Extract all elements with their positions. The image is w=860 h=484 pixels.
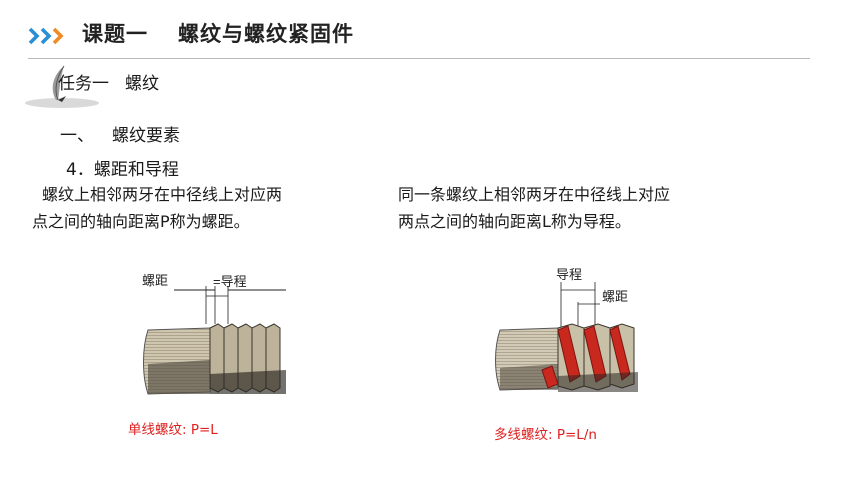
section-heading: 一、螺纹要素 xyxy=(60,121,180,146)
chevrons-icon xyxy=(28,27,64,45)
lead-definition: 同一条螺纹上相邻两牙在中径线上对应 两点之间的轴向距离L称为导程。 xyxy=(398,181,670,235)
multi-start-thread-illustration xyxy=(495,282,638,392)
section-number: 一、 xyxy=(60,126,94,146)
task-label: 任务一 xyxy=(58,74,109,94)
single-pitch-label: 螺距 xyxy=(142,273,169,288)
multi-start-caption: 多线螺纹: P=L/n xyxy=(494,427,597,443)
quill-icon xyxy=(25,65,99,108)
pitch-definition-line2: 点之间的轴向距离P称为螺距。 xyxy=(32,212,250,231)
pitch-definition: 螺纹上相邻两牙在中径线上对应两 点之间的轴向距离P称为螺距。 xyxy=(32,181,282,235)
single-start-caption: 单线螺纹: P=L xyxy=(128,422,218,438)
single-lead-label: =导程 xyxy=(213,274,247,289)
header-divider xyxy=(28,58,810,59)
page-title: 课题一 螺纹与螺纹紧固件 xyxy=(82,18,354,48)
task-heading: 任务一螺纹 xyxy=(58,69,159,94)
single-start-thread-illustration xyxy=(143,286,286,395)
subsection-heading: 4．螺距和导程 xyxy=(66,160,179,180)
lead-definition-line2: 两点之间的轴向距离L称为导程。 xyxy=(398,212,631,231)
section-title: 螺纹要素 xyxy=(112,126,180,146)
pitch-definition-line1: 螺纹上相邻两牙在中径线上对应两 xyxy=(42,185,283,204)
lead-definition-line1: 同一条螺纹上相邻两牙在中径线上对应 xyxy=(398,185,671,204)
topic-label: 螺纹与螺纹紧固件 xyxy=(178,22,354,46)
multi-lead-label: 导程 xyxy=(556,267,583,282)
course-label: 课题一 xyxy=(82,22,148,46)
multi-pitch-label: 螺距 xyxy=(602,289,629,304)
task-topic: 螺纹 xyxy=(125,74,159,94)
